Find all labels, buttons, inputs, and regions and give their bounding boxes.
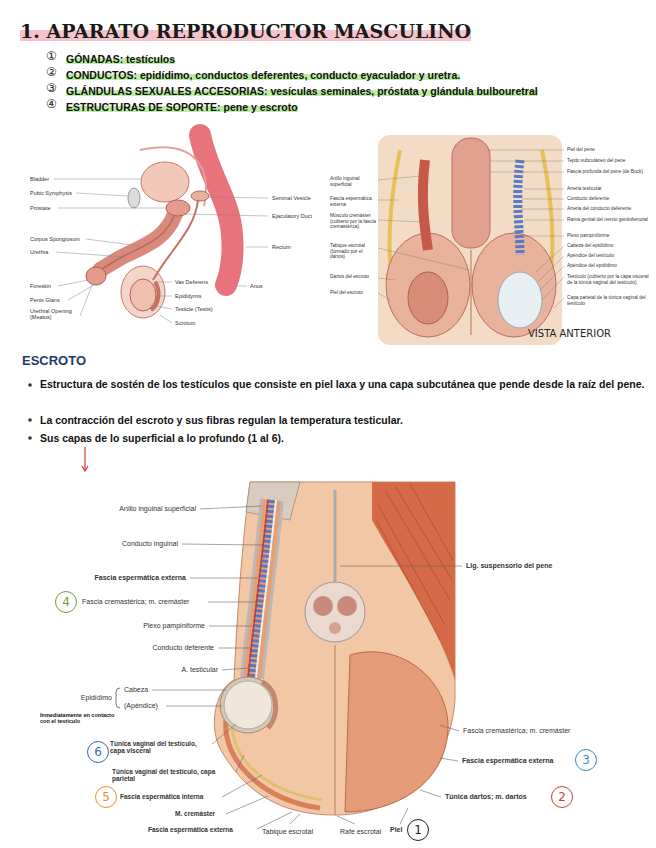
callout-number: 4 xyxy=(55,591,77,613)
anatomy-label: Epidídimo xyxy=(81,694,112,702)
list-number: ① xyxy=(46,50,57,64)
hand-note: Inmediatamente en contacto con el testíc… xyxy=(40,712,120,725)
anatomy-label: Apéndice del epidídimo xyxy=(567,263,649,269)
anatomy-label: Prostate xyxy=(30,205,50,211)
anatomy-label: Ejaculatory Duct xyxy=(272,213,312,219)
anatomy-label: Fascia espermática externa xyxy=(330,196,376,207)
anatomy-label: Tabique escrotal (formado por el dartos) xyxy=(330,243,376,260)
anatomy-label: (Apéndice) xyxy=(124,702,158,710)
anatomy-label: Seminal Vesicle xyxy=(272,195,311,201)
anatomy-label: Testicle (Testis) xyxy=(175,306,213,312)
anatomy-label: Fascia espermática externa xyxy=(95,574,186,582)
list-item: GLÁNDULAS SEXUALES ACCESORIAS: vesículas… xyxy=(66,85,538,97)
anatomy-label: Músculo cremáster (cubierto por la fasci… xyxy=(330,213,376,230)
anatomy-label: Vas Deferens xyxy=(175,279,208,285)
anatomy-label: Anillo inguinal superficial xyxy=(330,176,376,187)
anatomy-label: Bladder xyxy=(30,176,49,182)
list-number: ④ xyxy=(46,98,57,112)
anatomy-label: Testículo (cubierto por la capa visceral… xyxy=(567,274,649,285)
callout-text: 4 xyxy=(62,596,70,608)
page-title: 1. APARATO REPRODUCTOR MASCULINO xyxy=(20,20,471,42)
callout-text: 1 xyxy=(414,824,422,836)
anatomy-label: Piel del escroto xyxy=(330,290,376,296)
callout-text: 6 xyxy=(94,746,102,758)
callout-text: 2 xyxy=(558,791,566,803)
anatomy-label: Corpus Spongiosum xyxy=(30,236,80,242)
list-number: ② xyxy=(46,66,57,80)
anatomy-label: Túnica vaginal del testículo, capa parie… xyxy=(112,768,234,783)
anatomy-label: Túnica dartos; m. dartos xyxy=(445,793,527,801)
anatomy-label: Penis Glans xyxy=(30,297,60,303)
list-number: ③ xyxy=(46,82,57,96)
anatomy-label: Conducto deferente xyxy=(153,644,215,652)
anatomy-label: Fascia cremastérica; m. cremáster xyxy=(82,598,189,606)
anatomy-label: Lig. suspensorio del pene xyxy=(466,562,552,570)
anatomy-label: Urethra xyxy=(30,249,48,255)
anatomy-label: M. cremáster xyxy=(175,810,215,817)
anatomy-label: Fascia espermática externa xyxy=(148,826,233,833)
anatomy-label: Túnica vaginal del testículo, capa visce… xyxy=(110,740,212,755)
anatomy-label: Foreskin xyxy=(30,283,51,289)
bullet-dots xyxy=(28,383,32,440)
bullet-text: Sus capas de lo superficial a lo profund… xyxy=(40,432,646,444)
scrotum-layers-figure xyxy=(116,482,462,829)
section-heading: ESCROTO xyxy=(22,354,86,369)
callout-number: 1 xyxy=(407,819,429,841)
anatomy-label: Fascia profunda del pene (de Buck) xyxy=(567,169,649,175)
list-item: ESTRUCTURAS DE SOPORTE: pene y escroto xyxy=(66,101,298,113)
anatomy-label: Scrotum xyxy=(175,320,195,326)
anatomy-label: Tabique escrotal xyxy=(262,828,313,836)
callout-text: 5 xyxy=(102,791,110,803)
callout-number: 2 xyxy=(551,786,573,808)
anatomy-label: Apéndice del testículo xyxy=(567,253,649,259)
anatomy-label: Plexo pampiniforme xyxy=(567,233,649,239)
anterior-figure xyxy=(378,135,564,345)
view-note: VISTA ANTERIOR xyxy=(528,328,611,340)
callout-number: 3 xyxy=(575,749,597,771)
anatomy-label: Urethral Opening (Meatus) xyxy=(30,308,78,321)
anatomy-label: Fascia espermática externa xyxy=(462,757,553,765)
anatomy-label: Cabeza xyxy=(124,686,148,694)
anatomy-label: Cabeza del epidídimo xyxy=(567,243,649,249)
anatomy-label: Rama genital del nervio genitofemoral xyxy=(567,217,649,223)
anatomy-label: Conducto deferente xyxy=(567,196,649,202)
anatomy-label: Fascia cremastérica; m. cremáster xyxy=(463,727,570,735)
anatomy-label: A. testicular xyxy=(181,666,218,674)
anatomy-label: Piel del pene xyxy=(567,147,649,153)
anatomy-label: Epididymis xyxy=(175,293,202,299)
anatomy-label: Conducto inguinal xyxy=(122,540,178,548)
anatomy-label: Arteria testicular xyxy=(567,186,649,192)
red-arrow xyxy=(82,447,88,471)
anatomy-label: Arteria del conducto deferente xyxy=(567,206,649,212)
anatomy-label: Capa parietal de la túnica vaginal del t… xyxy=(567,295,649,306)
anatomy-label: Anus xyxy=(250,283,263,289)
bullet-text: Estructura de sostén de los testículos q… xyxy=(40,378,646,390)
anatomy-label: Tejido subcutáneo del pene xyxy=(567,158,649,164)
sagittal-figure xyxy=(54,135,268,323)
anatomy-label: Pubic Symphysis xyxy=(30,190,72,196)
anatomy-label: Rectum xyxy=(272,244,291,250)
list-item: CONDUCTOS: epidídimo, conductos deferent… xyxy=(66,69,460,81)
anatomy-label: Plexo pampiniforme xyxy=(143,622,205,630)
anatomy-label: Anillo inguinal superficial xyxy=(119,505,196,513)
anatomy-label: Fascia espermática interna xyxy=(120,793,203,800)
anatomy-label: Piel xyxy=(390,826,402,834)
anatomy-label: Rafe escrotal xyxy=(340,828,381,836)
callout-number: 5 xyxy=(95,786,117,808)
list-item: GÓNADAS: testículos xyxy=(66,53,175,65)
anatomy-label: Dartos del escroto xyxy=(330,274,376,280)
bullet-text: La contracción del escroto y sus fibras … xyxy=(40,414,646,426)
callout-text: 3 xyxy=(582,754,590,766)
callout-number: 6 xyxy=(87,741,109,763)
